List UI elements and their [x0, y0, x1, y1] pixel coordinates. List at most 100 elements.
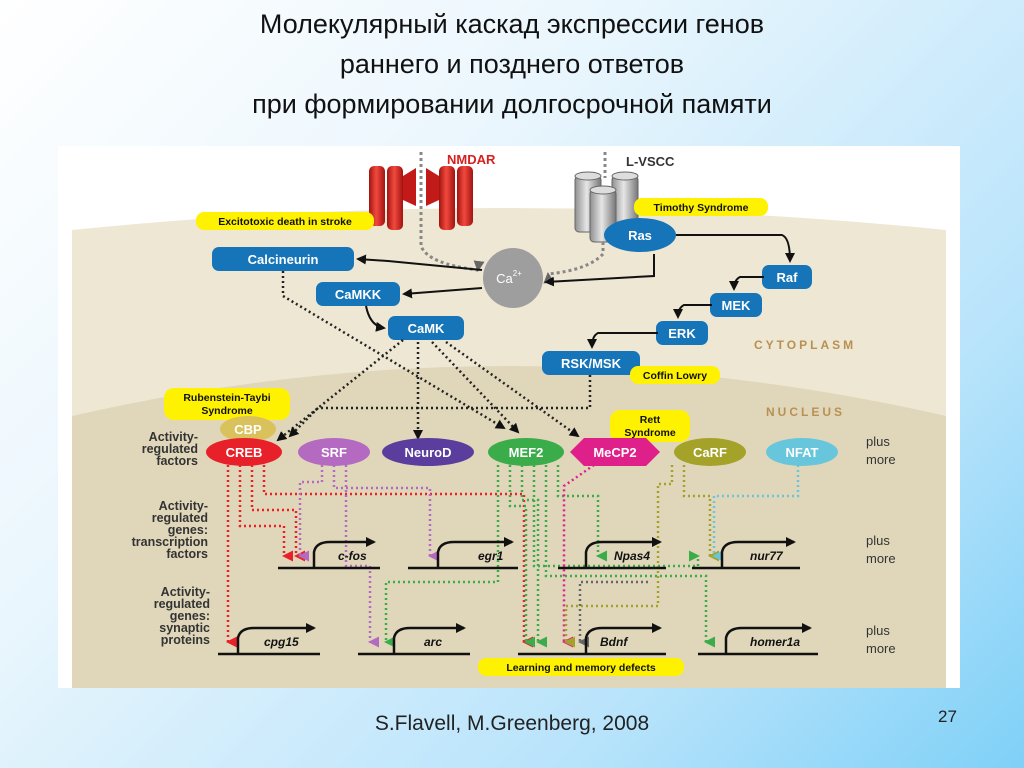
rubinstein-line-2: Syndrome: [201, 405, 253, 417]
carf-label: CaRF: [693, 445, 727, 460]
gene-cpg15-label: cpg15: [264, 635, 299, 649]
row-label-tf-genes: Activity- regulated genes: transcription…: [132, 499, 208, 561]
calcium-node: Ca2+: [483, 248, 543, 308]
slide-title: Молекулярный каскад экспрессии генов ран…: [0, 4, 1024, 124]
gene-nur77-label: nur77: [750, 549, 784, 563]
erk-label: ERK: [668, 326, 696, 341]
svg-text:more: more: [866, 452, 896, 467]
mecp2-node: MeCP2: [570, 438, 660, 466]
svg-text:transcription: transcription: [132, 535, 208, 549]
rsk-msk-node: RSK/MSK: [542, 351, 640, 375]
svg-text:factors: factors: [166, 547, 208, 561]
neurod-label: NeuroD: [405, 445, 452, 460]
excitotoxic-callout: Excitotoxic death in stroke: [196, 212, 374, 230]
rett-line-1: Rett: [640, 414, 661, 426]
nmdar-channel-icon: [369, 152, 473, 230]
erk-node: ERK: [656, 321, 708, 345]
gene-cfos-label: c-fos: [338, 549, 367, 563]
svg-text:genes:: genes:: [168, 523, 208, 537]
gene-arc: [358, 623, 470, 656]
nucleus-label: NUCLEUS: [766, 405, 845, 419]
plus-more-factors: plus more: [866, 434, 896, 467]
camk-label: CaMK: [408, 321, 445, 336]
factor-gene-arrows: [226, 463, 800, 648]
raf-label: Raf: [777, 270, 799, 285]
nfat-label: NFAT: [786, 445, 819, 460]
signaling-diagram: CYTOPLASM NUCLEUS NMDAR L-VSCC Excitotox…: [58, 146, 960, 688]
camkk-node: CaMKK: [316, 282, 400, 306]
svg-text:more: more: [866, 551, 896, 566]
gene-cfos: [278, 537, 380, 570]
coffin-lowry-label: Coffin Lowry: [643, 370, 707, 382]
svg-text:proteins: proteins: [161, 633, 210, 647]
svg-text:factors: factors: [156, 454, 198, 468]
cbp-label: CBP: [234, 422, 262, 437]
cbp-node: CBP: [220, 416, 276, 442]
gene-homer1a: [698, 623, 818, 656]
rett-callout: Rett Syndrome: [610, 410, 690, 442]
excitotoxic-label: Excitotoxic death in stroke: [218, 216, 352, 228]
calcineurin-label: Calcineurin: [248, 252, 319, 267]
learning-memory-callout: Learning and memory defects: [478, 658, 684, 676]
creb-label: CREB: [226, 445, 263, 460]
svg-text:synaptic: synaptic: [159, 621, 210, 635]
carf-node: CaRF: [674, 438, 746, 466]
raf-node: Raf: [762, 265, 812, 289]
rett-line-2: Syndrome: [624, 427, 676, 439]
mef2-label: MEF2: [509, 445, 544, 460]
lvscc-label: L-VSCC: [626, 154, 675, 169]
cytoplasm-signal-arrows: [356, 234, 795, 349]
gene-npas4-label: Npas4: [614, 549, 650, 563]
srf-node: SRF: [298, 438, 370, 466]
srf-label: SRF: [321, 445, 347, 460]
gene-bdnf-label: Bdnf: [600, 635, 628, 649]
camk-node: CaMK: [388, 316, 464, 340]
svg-text:more: more: [866, 641, 896, 656]
credit-line: S.Flavell, M.Greenberg, 2008: [374, 712, 650, 735]
svg-text:regulated: regulated: [152, 511, 208, 525]
title-line-1: Молекулярный каскад экспрессии генов: [259, 9, 765, 39]
svg-text:Activity-: Activity-: [161, 585, 210, 599]
gene-egr1: [408, 537, 518, 570]
svg-text:regulated: regulated: [154, 597, 210, 611]
gene-homer1a-label: homer1a: [750, 635, 800, 649]
ras-label: Ras: [628, 228, 652, 243]
svg-text:plus: plus: [866, 623, 890, 638]
learning-memory-label: Learning and memory defects: [506, 662, 656, 674]
nuclear-signal-arrows: [276, 271, 592, 442]
svg-text:Activity-: Activity-: [159, 499, 208, 513]
svg-text:regulated: regulated: [142, 442, 198, 456]
page-number: 27: [938, 707, 957, 726]
camkk-label: CaMKK: [335, 287, 382, 302]
timothy-callout: Timothy Syndrome: [634, 198, 768, 216]
cytoplasm-label: CYTOPLASM: [754, 338, 856, 352]
mef2-node: MEF2: [488, 438, 564, 466]
gene-nur77: [692, 537, 800, 570]
gene-bdnf: [518, 623, 666, 656]
nfat-node: NFAT: [766, 438, 838, 466]
timothy-label: Timothy Syndrome: [654, 202, 749, 214]
plus-more-syn-genes: plus more: [866, 623, 896, 656]
title-line-3: при формировании долгосрочной памяти: [252, 89, 772, 119]
row-label-factors: Activity- regulated factors: [142, 430, 198, 468]
coffin-lowry-callout: Coffin Lowry: [630, 366, 720, 384]
svg-text:plus: plus: [866, 533, 890, 548]
mek-node: MEK: [710, 293, 762, 317]
mecp2-label: MeCP2: [593, 445, 636, 460]
creb-node: CREB: [206, 438, 282, 466]
svg-text:Activity-: Activity-: [149, 430, 198, 444]
nmdar-label: NMDAR: [447, 152, 496, 167]
rsk-msk-label: RSK/MSK: [561, 356, 622, 371]
gene-egr1-label: egr1: [478, 549, 504, 563]
calcineurin-node: Calcineurin: [212, 247, 354, 271]
row-label-syn-genes: Activity- regulated genes: synaptic prot…: [154, 585, 210, 647]
nmdar-to-ca-arrow: [419, 206, 485, 272]
svg-text:genes:: genes:: [170, 609, 210, 623]
rubinstein-taybi-callout: Rubenstein-Taybi Syndrome: [164, 388, 290, 420]
title-line-2: раннего и позднего ответов: [339, 49, 685, 79]
rubinstein-line-1: Rubenstein-Taybi: [183, 392, 270, 404]
neurod-node: NeuroD: [382, 438, 474, 466]
gene-arc-label: arc: [424, 635, 442, 649]
ras-node: Ras: [604, 218, 676, 252]
svg-text:plus: plus: [866, 434, 890, 449]
